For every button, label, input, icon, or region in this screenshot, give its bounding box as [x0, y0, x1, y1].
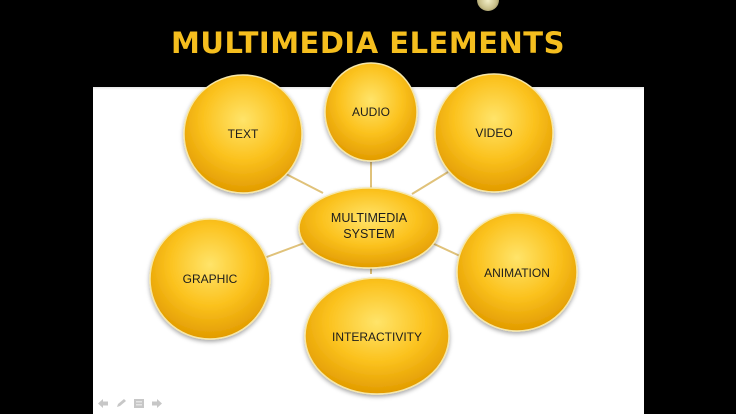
connector-animation: [431, 242, 461, 257]
connector-graphic: [263, 241, 308, 259]
node-graphic-label: GRAPHIC: [183, 272, 238, 286]
node-audio: AUDIO: [324, 62, 418, 162]
connector-video: [411, 171, 449, 195]
presentation-knob-icon: [477, 0, 499, 11]
node-video-label: VIDEO: [475, 126, 512, 140]
node-interactivity-label: INTERACTIVITY: [332, 330, 422, 344]
node-video: VIDEO: [434, 73, 554, 193]
center-label-line2: SYSTEM: [343, 227, 394, 241]
center-label-line1: MULTIMEDIA: [331, 211, 408, 225]
node-animation-label: ANIMATION: [484, 266, 550, 280]
node-audio-label: AUDIO: [352, 105, 390, 119]
pen-icon[interactable]: [115, 398, 127, 409]
next-arrow-icon[interactable]: [151, 398, 163, 409]
slideshow-controls: [97, 396, 163, 410]
node-center: MULTIMEDIA SYSTEM: [298, 187, 440, 269]
node-graphic: GRAPHIC: [149, 218, 271, 340]
node-text-label: TEXT: [228, 127, 259, 141]
connector-text: [285, 173, 324, 194]
node-interactivity: INTERACTIVITY: [304, 277, 450, 395]
node-text: TEXT: [183, 74, 303, 194]
previous-arrow-icon[interactable]: [97, 398, 109, 409]
slide-title: MULTIMEDIA ELEMENTS: [171, 26, 565, 60]
node-animation: ANIMATION: [456, 212, 578, 332]
slide-menu-icon[interactable]: [133, 398, 145, 409]
